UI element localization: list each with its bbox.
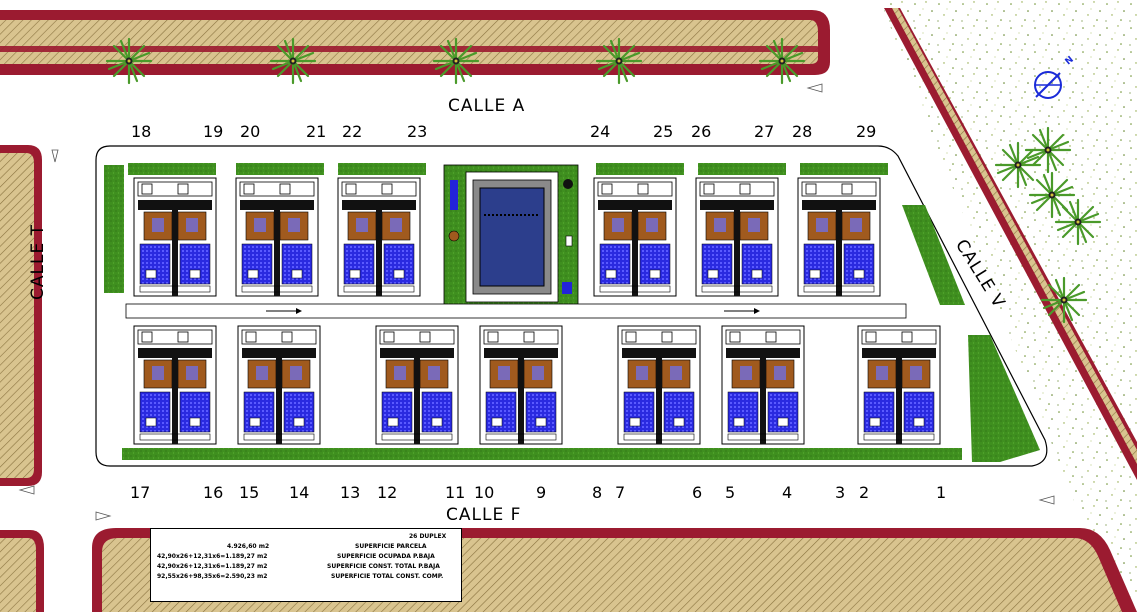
marker-icon (51, 149, 59, 163)
lot-number: 11 (445, 483, 466, 502)
lot-number: 22 (342, 122, 363, 141)
legend-label: SUPERFICIE PARCELA (355, 543, 427, 550)
lot-number: 7 (615, 483, 626, 502)
lawn (128, 163, 216, 175)
lot-number: 27 (754, 122, 775, 141)
lot-number: 15 (239, 483, 260, 502)
area-legend: 26 DUPLEX 4.926,60 m2 SUPERFICIE PARCELA… (150, 528, 462, 602)
left-sidewalk (0, 145, 42, 486)
lot-number: 9 (536, 483, 547, 502)
palm-tree-icon (1054, 198, 1102, 246)
lawn (338, 163, 426, 175)
lot-number: 14 (289, 483, 310, 502)
legend-title: 26 DUPLEX (409, 533, 447, 540)
right-sidewalk (884, 8, 1137, 480)
legend-value: 42,90x26+12,31x6=1.189,27 m2 (157, 563, 268, 570)
lawn (122, 448, 962, 460)
lot-number: 24 (590, 122, 611, 141)
legend-label: SUPERFICIE TOTAL CONST. COMP. (331, 573, 444, 580)
top-sidewalk (0, 10, 830, 75)
access-road (125, 303, 907, 319)
lot-number: 8 (592, 483, 603, 502)
palm-tree-icon (758, 37, 806, 85)
lot-number: 19 (203, 122, 224, 141)
marker-icon (1038, 495, 1055, 505)
legend-value: 42,90x26+12,31x6=1.189,27 m2 (157, 553, 268, 560)
lot-number: 18 (131, 122, 152, 141)
lot-number: 5 (725, 483, 736, 502)
lawn (800, 163, 888, 175)
lot-number: 21 (306, 122, 327, 141)
north-compass-icon (1034, 71, 1062, 99)
marker-icon (806, 83, 823, 93)
lot-number: 28 (792, 122, 813, 141)
lot-number: 4 (782, 483, 793, 502)
legend-label: SUPERFICIE CONST. TOTAL P.BAJA (327, 563, 440, 570)
palm-tree-icon (595, 37, 643, 85)
legend-value: 92,55x26+98,35x6=2.590,23 m2 (157, 573, 268, 580)
lot-number: 20 (240, 122, 261, 141)
lawn (698, 163, 786, 175)
palm-tree-icon (1040, 276, 1088, 324)
lawn (968, 335, 1040, 462)
lawn (104, 165, 124, 293)
lawn (596, 163, 684, 175)
lot-number: 29 (856, 122, 877, 141)
lawn (236, 163, 324, 175)
legend-label: SUPERFICIE OCUPADA P.BAJA (337, 553, 435, 560)
marker-icon (18, 485, 35, 495)
lot-number: 2 (859, 483, 870, 502)
marker-icon (95, 511, 112, 521)
lot-number: 23 (407, 122, 428, 141)
palm-tree-icon (1024, 126, 1072, 174)
street-label-left: CALLE T (28, 224, 48, 300)
lot-number: 16 (203, 483, 224, 502)
lot-number: 26 (691, 122, 712, 141)
street-label-bottom: CALLE F (446, 505, 522, 525)
lot-number: 1 (936, 483, 947, 502)
terrain-right (880, 0, 1137, 612)
pool-area (443, 164, 579, 311)
lot-number: 25 (653, 122, 674, 141)
legend-value: 4.926,60 m2 (227, 543, 270, 550)
lot-number: 3 (835, 483, 846, 502)
palm-tree-icon (432, 37, 480, 85)
lot-number: 12 (377, 483, 398, 502)
lot-number: 10 (474, 483, 495, 502)
lawn (902, 205, 965, 305)
lot-number: 17 (130, 483, 151, 502)
palm-tree-icon (269, 37, 317, 85)
street-label-top: CALLE A (448, 96, 526, 116)
bottom-left-sidewalk (0, 530, 44, 612)
lot-number: 6 (692, 483, 703, 502)
lot-number: 13 (340, 483, 361, 502)
palm-tree-icon (105, 37, 153, 85)
